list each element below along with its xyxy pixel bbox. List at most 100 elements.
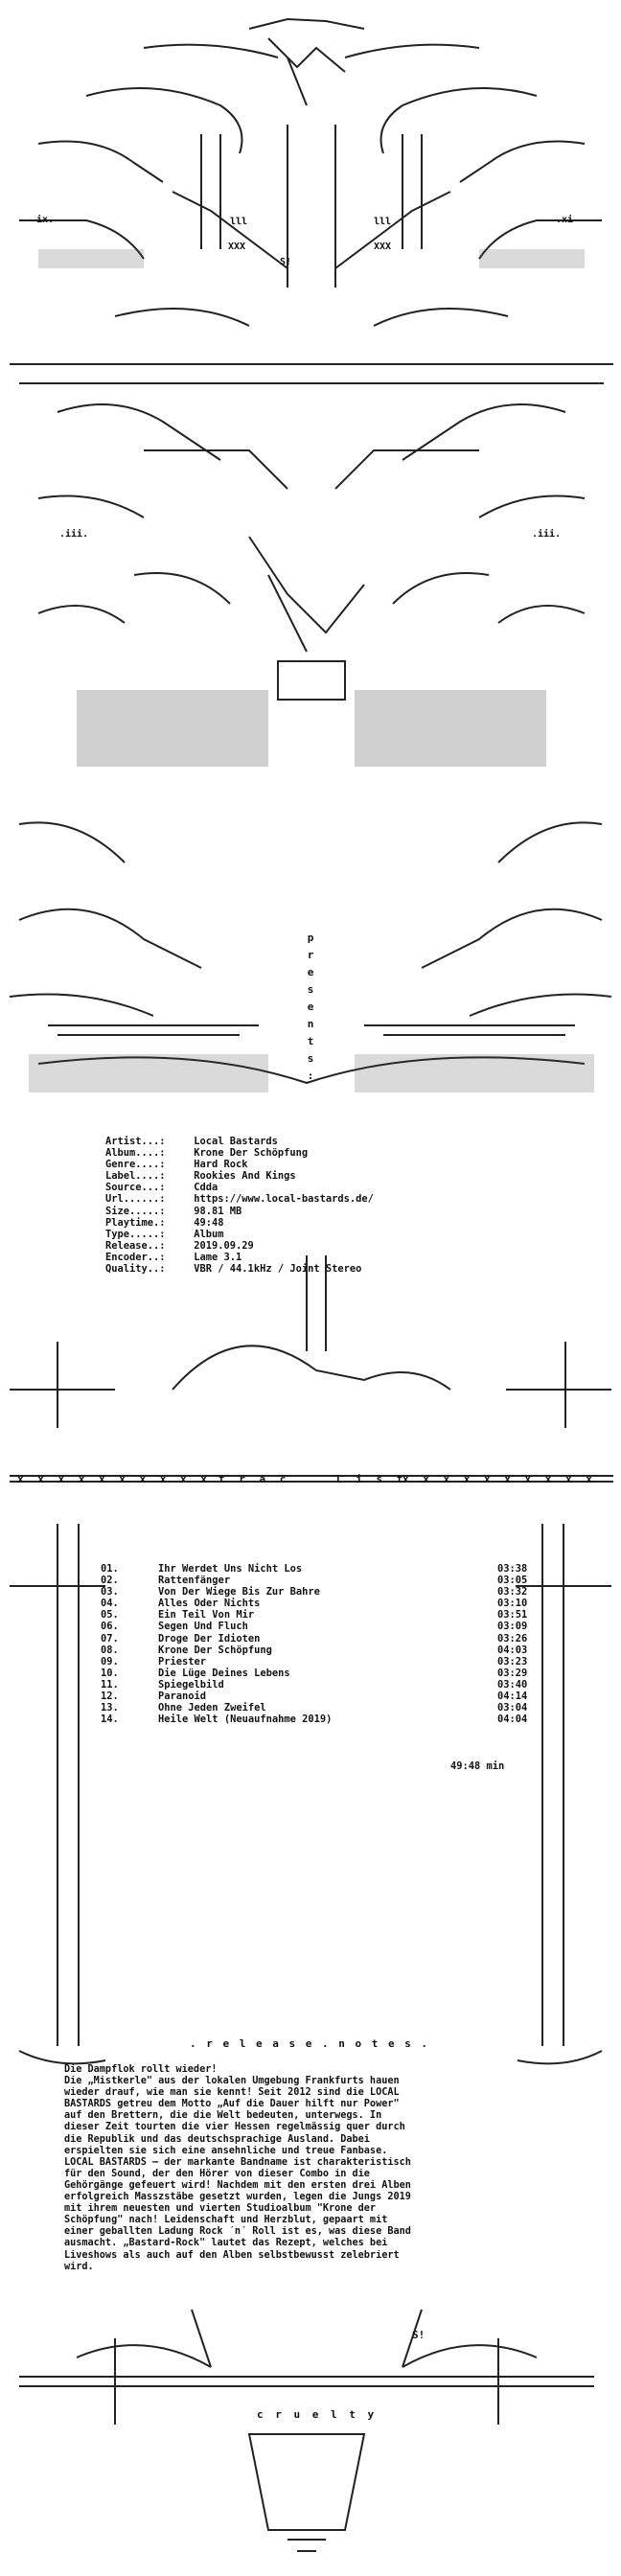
track-number: 02. [101,1575,119,1587]
lll-mark: lll [230,217,247,227]
header-ascii-art: ix. .xi .iii. .iii. S! XXX XXX lll lll [0,0,621,1121]
footer-ascii-art [0,2281,621,2568]
ix-label: ix. [36,214,54,225]
info-value: 49:48 [188,1216,224,1229]
info-row: Type.....: Album [105,1229,374,1240]
presents-letter: p [307,932,314,944]
release-note-line: LOCAL BASTARDS – der markante Bandname i… [64,2156,411,2168]
track-number: 10. [101,1667,119,1679]
track-title: Ohne Jeden Zweifel [158,1702,266,1714]
track-number: 05. [101,1609,119,1622]
iii-left-label: .iii. [59,528,88,540]
track-number: 06. [101,1621,119,1633]
info-value: 98.81 MB [188,1205,242,1217]
presents-letter: t [307,1035,314,1047]
track-row: 06. Segen Und Fluch 03:09 [101,1621,541,1632]
track-title: Segen Und Fluch [158,1621,248,1633]
release-note-line: erfolgreich Masszstäbe gesetzt wurden, l… [64,2192,411,2203]
track-number: 08. [101,1644,119,1656]
x-row-right: x x x x x x x x x x [402,1473,596,1485]
info-value: https://www.local-bastards.de/ [188,1193,374,1206]
presents-letter: r [307,949,314,961]
info-value: 2019.09.29 [188,1239,254,1252]
info-value: VBR / 44.1kHz / Joint Stereo [188,1263,362,1276]
track-number: 07. [101,1632,119,1644]
presents-letter: s [307,983,314,996]
track-duration: 03:29 [497,1667,528,1679]
track-title: Alles Oder Nichts [158,1598,261,1610]
info-row: Label....: Rookies And Kings [105,1170,374,1182]
release-note-line: die Republik und das deutschsprachige Au… [64,2133,370,2145]
info-value: Album [188,1228,224,1240]
info-label: Source...: [105,1182,166,1194]
info-value: Cdda [188,1182,218,1194]
release-note-line: Gehörgänge gefeuert wird! Nachdem mit de… [64,2179,411,2191]
release-note-line: auf den Brettern, die die Welt bedeuten,… [64,2110,382,2122]
info-value: Lame 3.1 [188,1251,242,1263]
xxx-mark: XXX [374,242,391,252]
info-row: Encoder..: Lame 3.1 [105,1252,374,1263]
presents-letter: s [307,1052,314,1065]
signature-tag: S! [280,257,291,267]
release-note-line: wird. [64,2261,94,2272]
info-label: Album....: [105,1147,166,1160]
info-label: Label....: [105,1170,166,1183]
release-note-line: erspielten sie sich eine ansehnliche und… [64,2145,388,2156]
track-title: Priester [158,1655,207,1668]
track-number: 13. [101,1702,119,1714]
track-duration: 03:04 [497,1702,528,1714]
info-label: Artist...: [105,1136,166,1147]
info-row: Album....: Krone Der Schöpfung [105,1147,374,1159]
info-label: Release..: [105,1239,166,1252]
track-duration: 03:09 [497,1621,528,1633]
info-row: Source...: Cdda [105,1182,374,1193]
lll-mark: lll [374,217,391,227]
presents-letter: : [307,1070,314,1082]
release-note-line: ausmacht. „Bastard-Rock" lautet das Reze… [64,2238,388,2249]
presents-letter: e [307,966,314,978]
tracklist-heading-left: t r a c [218,1473,290,1485]
info-row: Url......: https://www.local-bastards.de… [105,1193,374,1205]
info-label: Type.....: [105,1228,166,1240]
info-row: Artist...: Local Bastards [105,1136,374,1147]
track-title: Von Der Wiege Bis Zur Bahre [158,1586,320,1598]
group-name: c r u e l t y [257,2408,378,2421]
info-label: Url......: [105,1193,166,1206]
footer-tag: S! [412,2329,426,2341]
release-note-line: Schöpfung" nach! Leidenschaft und Herzbl… [64,2215,388,2226]
info-value: Krone Der Schöpfung [188,1147,309,1160]
info-label: Quality..: [105,1263,166,1276]
info-value: Hard Rock [188,1159,248,1171]
tracklist-frame-art [0,1236,621,2080]
track-number: 01. [101,1563,119,1575]
info-value: Local Bastards [188,1136,278,1147]
track-title: Spiegelbild [158,1678,224,1690]
release-note-line: BASTARDS getreu dem Motto „Auf die Dauer… [64,2099,400,2110]
track-number: 12. [101,1690,119,1703]
track-duration: 04:14 [497,1690,528,1703]
release-notes-heading: . r e l e a s e . n o t e s . [190,2037,430,2050]
track-duration: 03:10 [497,1598,528,1610]
tracklist-heading-right: l i s t . [335,1473,427,1485]
track-duration: 03:40 [497,1678,528,1690]
track-duration: 03:05 [497,1575,528,1587]
info-value: Rookies And Kings [188,1170,296,1183]
release-note-line: mit ihrem neuesten und vierten Studioalb… [64,2203,377,2215]
release-note-line: Die Dampflok rollt wieder! [64,2064,218,2075]
track-title: Ein Teil Von Mir [158,1609,255,1622]
x-row-left: x x x x x x x x x x [17,1473,211,1485]
info-row: Size.....: 98.81 MB [105,1206,374,1217]
track-title: Heile Welt (Neuaufnahme 2019) [158,1714,333,1726]
release-note-line: einer geballten Ladung Rock ´n´ Roll ist… [64,2226,411,2238]
release-note-line: wieder drauf, wie man sie kennt! Seit 20… [64,2087,400,2099]
track-number: 09. [101,1655,119,1668]
xxx-mark: XXX [228,242,245,252]
